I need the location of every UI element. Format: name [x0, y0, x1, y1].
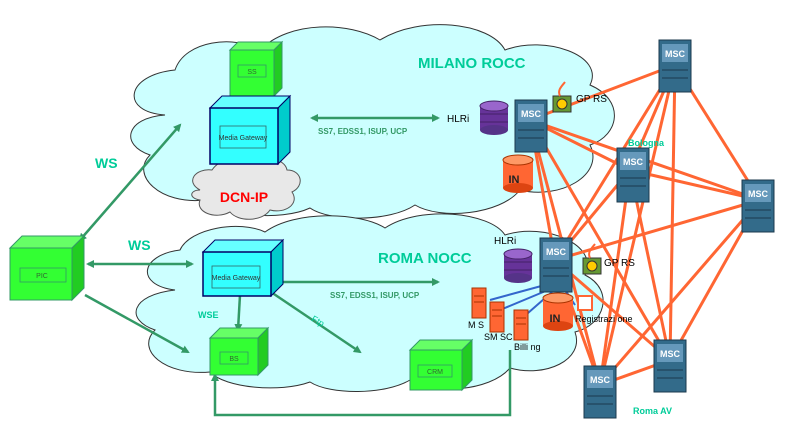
- billing-label: Billi ng: [514, 342, 541, 352]
- ws-label-mid: WS: [128, 237, 151, 253]
- msc-server-right: MSC: [741, 179, 775, 233]
- bs-box-label: BS: [229, 356, 239, 363]
- crm-box: CRM: [408, 338, 474, 392]
- protocols-milano: SS7, EDSS1, ISUP, UCP: [318, 127, 408, 136]
- media-gateway-roma: Media Gateway: [201, 238, 285, 298]
- in-db-milano: IN: [502, 154, 534, 193]
- gprs-icon-roma: [582, 243, 602, 275]
- bs-box: BS: [208, 326, 270, 377]
- roma-av-label: Roma AV: [633, 406, 672, 416]
- gprs-label-milano: GP RS: [576, 94, 607, 105]
- sms-server-icon: [471, 287, 487, 319]
- registrazione-box-icon: [577, 295, 593, 311]
- media-gateway-milano: Media Gateway: [208, 94, 292, 166]
- milano-title: MILANO ROCC: [418, 55, 526, 72]
- crm-box-label: CRM: [427, 369, 443, 376]
- msc-server-roma-av: MSC: [583, 365, 617, 419]
- msc-label: MSC: [665, 49, 686, 59]
- msc-servers: MSC MSC MSC MSC MSC: [514, 39, 775, 419]
- bologna-label: Bologna: [628, 138, 665, 148]
- registrazione-label: Registrazi one: [575, 314, 633, 324]
- ss-box-label: SS: [247, 69, 257, 76]
- msc-server-bottom-mid: MSC: [653, 339, 687, 393]
- sms-label: M S: [468, 320, 484, 330]
- msc-label: MSC: [546, 247, 567, 257]
- msc-label: MSC: [521, 109, 542, 119]
- msc-server-bologna: MSC: [616, 147, 650, 203]
- in-label-milano: IN: [509, 174, 520, 186]
- media-gateway-milano-label: Media Gateway: [219, 135, 268, 142]
- billing-server-icon: [513, 309, 529, 341]
- msc-label: MSC: [748, 189, 769, 199]
- gprs-icon-milano: [552, 81, 572, 113]
- roma-title: ROMA NOCC: [378, 250, 472, 267]
- green-arrows: [78, 114, 512, 417]
- smsc-label: SM SC: [484, 332, 513, 342]
- msc-label: MSC: [660, 349, 681, 359]
- hlri-label-milano: HLRi: [447, 114, 469, 125]
- pic-box: PIC: [8, 234, 86, 302]
- roma-cloud: [135, 213, 604, 392]
- ws-label-top: WS: [95, 155, 118, 171]
- msc-label: MSC: [590, 375, 611, 385]
- smsc-server-icon: [489, 301, 505, 333]
- hlri-db-milano: [479, 100, 509, 135]
- wse-label: WSE: [198, 310, 219, 320]
- msc-server-roma: MSC: [539, 237, 573, 293]
- pic-box-label: PIC: [36, 273, 48, 280]
- ss-box: SS: [228, 40, 284, 98]
- in-label-roma: IN: [550, 313, 561, 325]
- msc-server-top-right: MSC: [658, 39, 692, 93]
- msc-server-milano: MSC: [514, 99, 548, 153]
- hlri-label-roma: HLRi: [494, 236, 516, 247]
- in-db-roma: IN: [542, 292, 574, 331]
- hlri-db-roma: [503, 248, 533, 283]
- dcn-ip-label: DCN-IP: [220, 189, 268, 205]
- media-gateway-roma-label: Media Gateway: [212, 275, 261, 282]
- gprs-label-roma: GP RS: [604, 258, 635, 269]
- msc-label: MSC: [623, 157, 644, 167]
- protocols-roma: SS7, EDSS1, ISUP, UCP: [330, 291, 420, 300]
